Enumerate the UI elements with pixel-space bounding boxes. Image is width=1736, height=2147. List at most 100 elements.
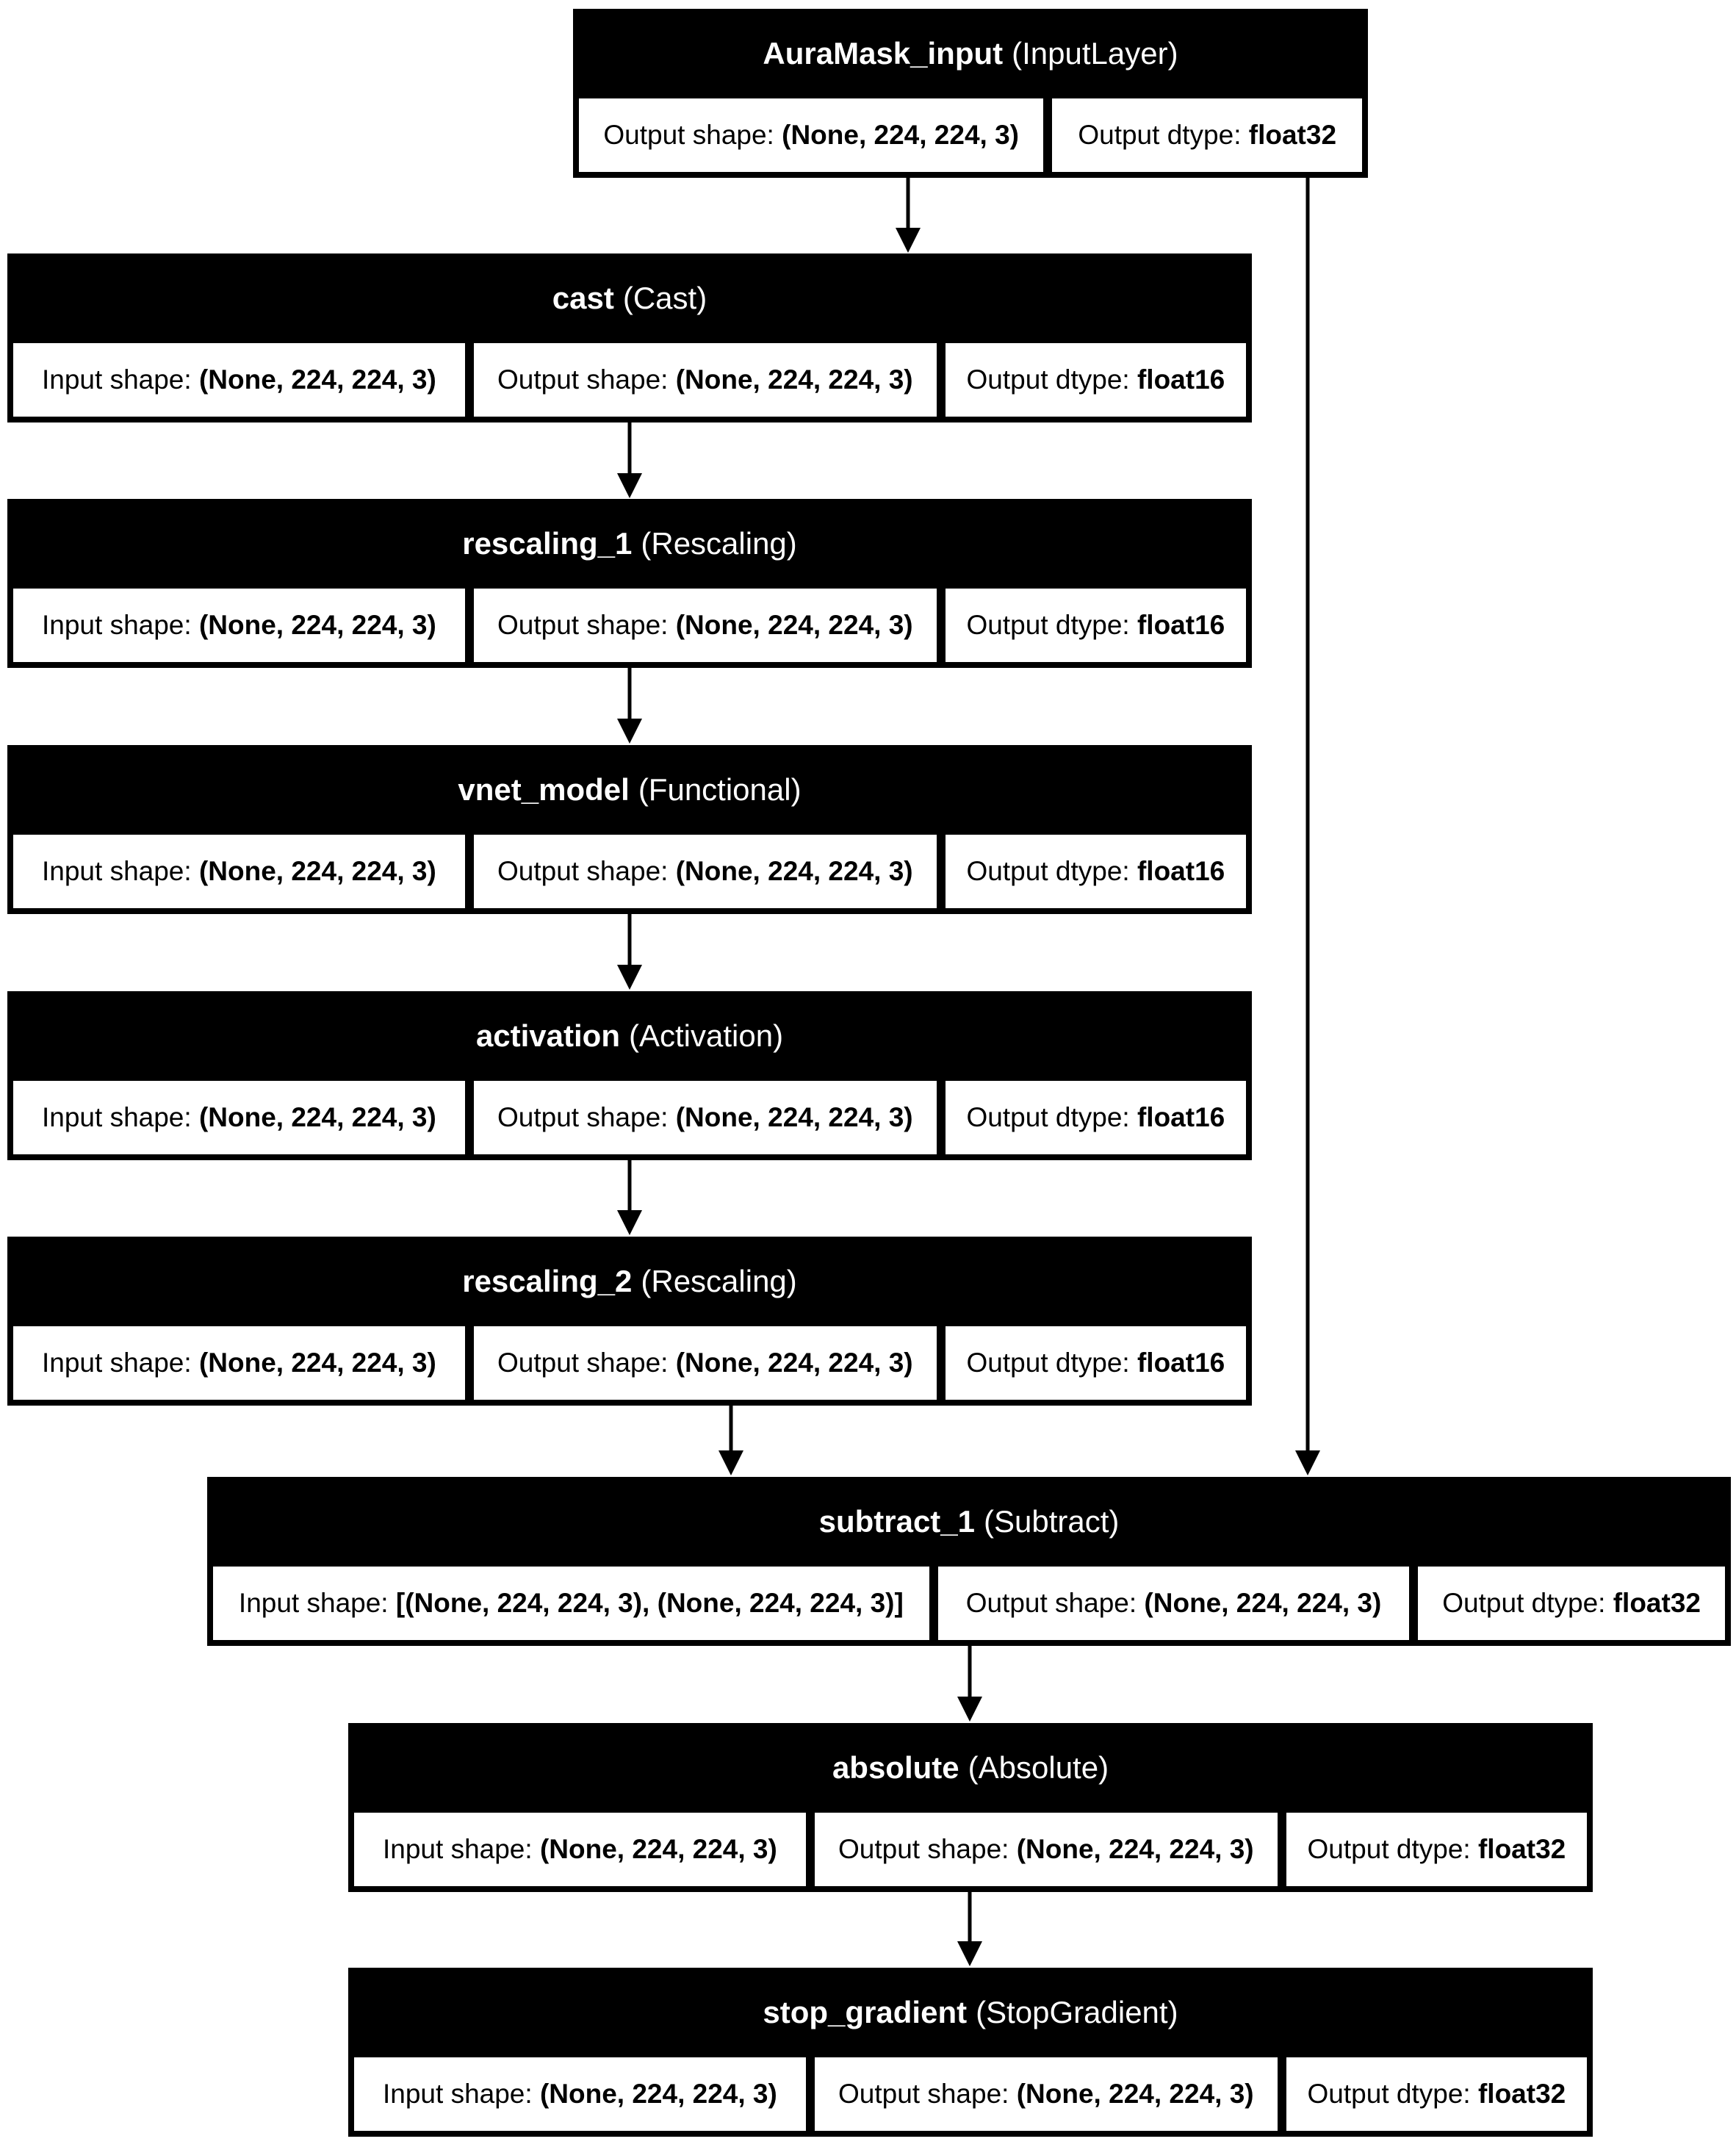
output-shape-cell: Output shape: (None, 224, 224, 3) [473,589,937,662]
cell-value: float16 [1137,856,1225,886]
arrow-input-skip-to-subtract-1 [1295,178,1320,1475]
arrow-rescaling-1-to-vnet-model [617,668,642,744]
node-name: stop_gradient [763,1995,968,2029]
output-dtype-cell: Output dtype: float16 [945,1081,1246,1154]
node-type: (Rescaling) [641,526,797,561]
output-dtype-cell: Output dtype: float32 [1418,1567,1725,1640]
node-cells: Input shape: (None, 224, 224, 3) Output … [348,2057,1593,2137]
node-type: (Cast) [622,281,707,315]
cell-value: float16 [1137,1102,1225,1132]
node-type: (Subtract) [984,1504,1120,1539]
cell-value: float32 [1477,2079,1566,2109]
cell-value: (None, 224, 224, 3) [675,364,913,395]
output-shape-cell: Output shape: (None, 224, 224, 3) [937,1567,1410,1640]
node-type: (Functional) [638,772,802,807]
cell-label: Output shape: [497,856,676,886]
cell-label: Output shape: [497,610,676,640]
node-cells: Input shape: (None, 224, 224, 3) Output … [7,589,1252,668]
input-shape-cell: Input shape: (None, 224, 224, 3) [13,589,465,662]
output-shape-cell: Output shape: (None, 224, 224, 3) [473,1326,937,1400]
arrow-subtract-1-to-absolute [957,1646,982,1722]
cell-label: Output shape: [497,1348,676,1378]
output-dtype-cell: Output dtype: float16 [945,343,1246,417]
output-shape-cell: Output shape: (None, 224, 224, 3) [473,343,937,417]
node-name: subtract_1 [818,1504,976,1539]
cell-label: Output dtype: [966,1348,1137,1378]
node-header: subtract_1(Subtract) [207,1477,1731,1567]
node-activation: activation(Activation) Input shape: (Non… [7,991,1252,1160]
node-auramask-input: AuraMask_input(InputLayer) Output shape:… [573,9,1368,178]
cell-value: (None, 224, 224, 3) [675,856,913,886]
node-cells: Input shape: (None, 224, 224, 3) Output … [7,1081,1252,1160]
cell-value: (None, 224, 224, 3) [782,120,1019,150]
node-absolute: absolute (Absolute) Input shape: (None, 2… [348,1723,1593,1892]
node-header: AuraMask_input(InputLayer) [573,9,1368,98]
output-dtype-cell: Output dtype: float32 [1286,2057,1587,2131]
output-dtype-cell: Output dtype: float32 [1052,98,1362,172]
cell-label: Output dtype: [1078,120,1249,150]
node-cells: Input shape: [(None, 224, 224, 3), (None… [207,1567,1731,1646]
arrow-absolute-to-stop-gradient [957,1892,982,1966]
cell-label: Output dtype: [966,856,1137,886]
node-cells: Output shape: (None, 224, 224, 3) Output… [573,98,1368,178]
node-type: (Activation) [629,1018,784,1053]
node-cells: Input shape: (None, 224, 224, 3) Output … [7,1326,1252,1406]
node-type: (StopGradient) [976,1995,1178,2029]
cell-value: (None, 224, 224, 3) [539,2079,777,2109]
output-dtype-cell: Output dtype: float16 [945,835,1246,908]
node-type: (Absolute) [968,1750,1109,1785]
node-header: rescaling_2(Rescaling) [7,1237,1252,1326]
node-cells: Input shape: (None, 224, 224, 3) Output … [7,343,1252,422]
node-vnet-model: vnet_model(Functional) Input shape: (Non… [7,745,1252,914]
cell-value: (None, 224, 224, 3) [675,610,913,640]
cell-value: [(None, 224, 224, 3), (None, 224, 224, 3… [395,1588,904,1618]
node-type: (Rescaling) [641,1264,797,1298]
cell-label: Input shape: [42,610,199,640]
output-shape-cell: Output shape: (None, 224, 224, 3) [473,835,937,908]
cell-value: (None, 224, 224, 3) [675,1348,913,1378]
node-rescaling-1: rescaling_1(Rescaling) Input shape: (Non… [7,499,1252,668]
node-header: stop_gradient(StopGradient) [348,1968,1593,2057]
output-shape-cell: Output shape: (None, 224, 224, 3) [473,1081,937,1154]
node-name: absolute [832,1750,959,1785]
cell-label: Output shape: [838,2079,1017,2109]
node-type: (InputLayer) [1012,36,1178,71]
output-dtype-cell: Output dtype: float16 [945,589,1246,662]
cell-value: (None, 224, 224, 3) [198,610,436,640]
output-dtype-cell: Output dtype: float32 [1286,1813,1587,1886]
input-shape-cell: Input shape: (None, 224, 224, 3) [13,1081,465,1154]
cell-label: Input shape: [42,364,199,395]
cell-value: float32 [1613,1588,1701,1618]
input-shape-cell: Input shape: [(None, 224, 224, 3), (None… [213,1567,929,1640]
cell-value: (None, 224, 224, 3) [539,1834,777,1864]
input-shape-cell: Input shape: (None, 224, 224, 3) [13,1326,465,1400]
output-shape-cell: Output shape: (None, 224, 224, 3) [579,98,1044,172]
node-header: vnet_model(Functional) [7,745,1252,835]
node-cells: Input shape: (None, 224, 224, 3) Output … [348,1813,1593,1892]
cell-label: Input shape: [42,1348,199,1378]
cell-value: (None, 224, 224, 3) [675,1102,913,1132]
cell-label: Output dtype: [966,364,1137,395]
input-shape-cell: Input shape: (None, 224, 224, 3) [354,2057,806,2131]
node-header: activation(Activation) [7,991,1252,1081]
input-shape-cell: Input shape: (None, 224, 224, 3) [13,343,465,417]
cell-value: (None, 224, 224, 3) [1016,2079,1254,2109]
cell-label: Input shape: [42,1102,199,1132]
cell-value: float16 [1137,610,1225,640]
arrow-activation-to-rescaling-2 [617,1160,642,1235]
node-name: AuraMask_input [763,36,1004,71]
node-header: absolute (Absolute) [348,1723,1593,1813]
cell-label: Input shape: [238,1588,396,1618]
output-dtype-cell: Output dtype: float16 [945,1326,1246,1400]
cell-label: Output shape: [497,364,676,395]
arrow-rescaling-2-to-subtract-1 [718,1406,743,1475]
cell-label: Output shape: [965,1588,1145,1618]
cell-label: Input shape: [42,856,199,886]
node-stop-gradient: stop_gradient(StopGradient) Input shape:… [348,1968,1593,2137]
node-subtract-1: subtract_1(Subtract) Input shape: [(None… [207,1477,1731,1646]
node-name: rescaling_1 [462,526,633,561]
cell-value: (None, 224, 224, 3) [198,1348,436,1378]
input-shape-cell: Input shape: (None, 224, 224, 3) [13,835,465,908]
cell-label: Output shape: [497,1102,676,1132]
